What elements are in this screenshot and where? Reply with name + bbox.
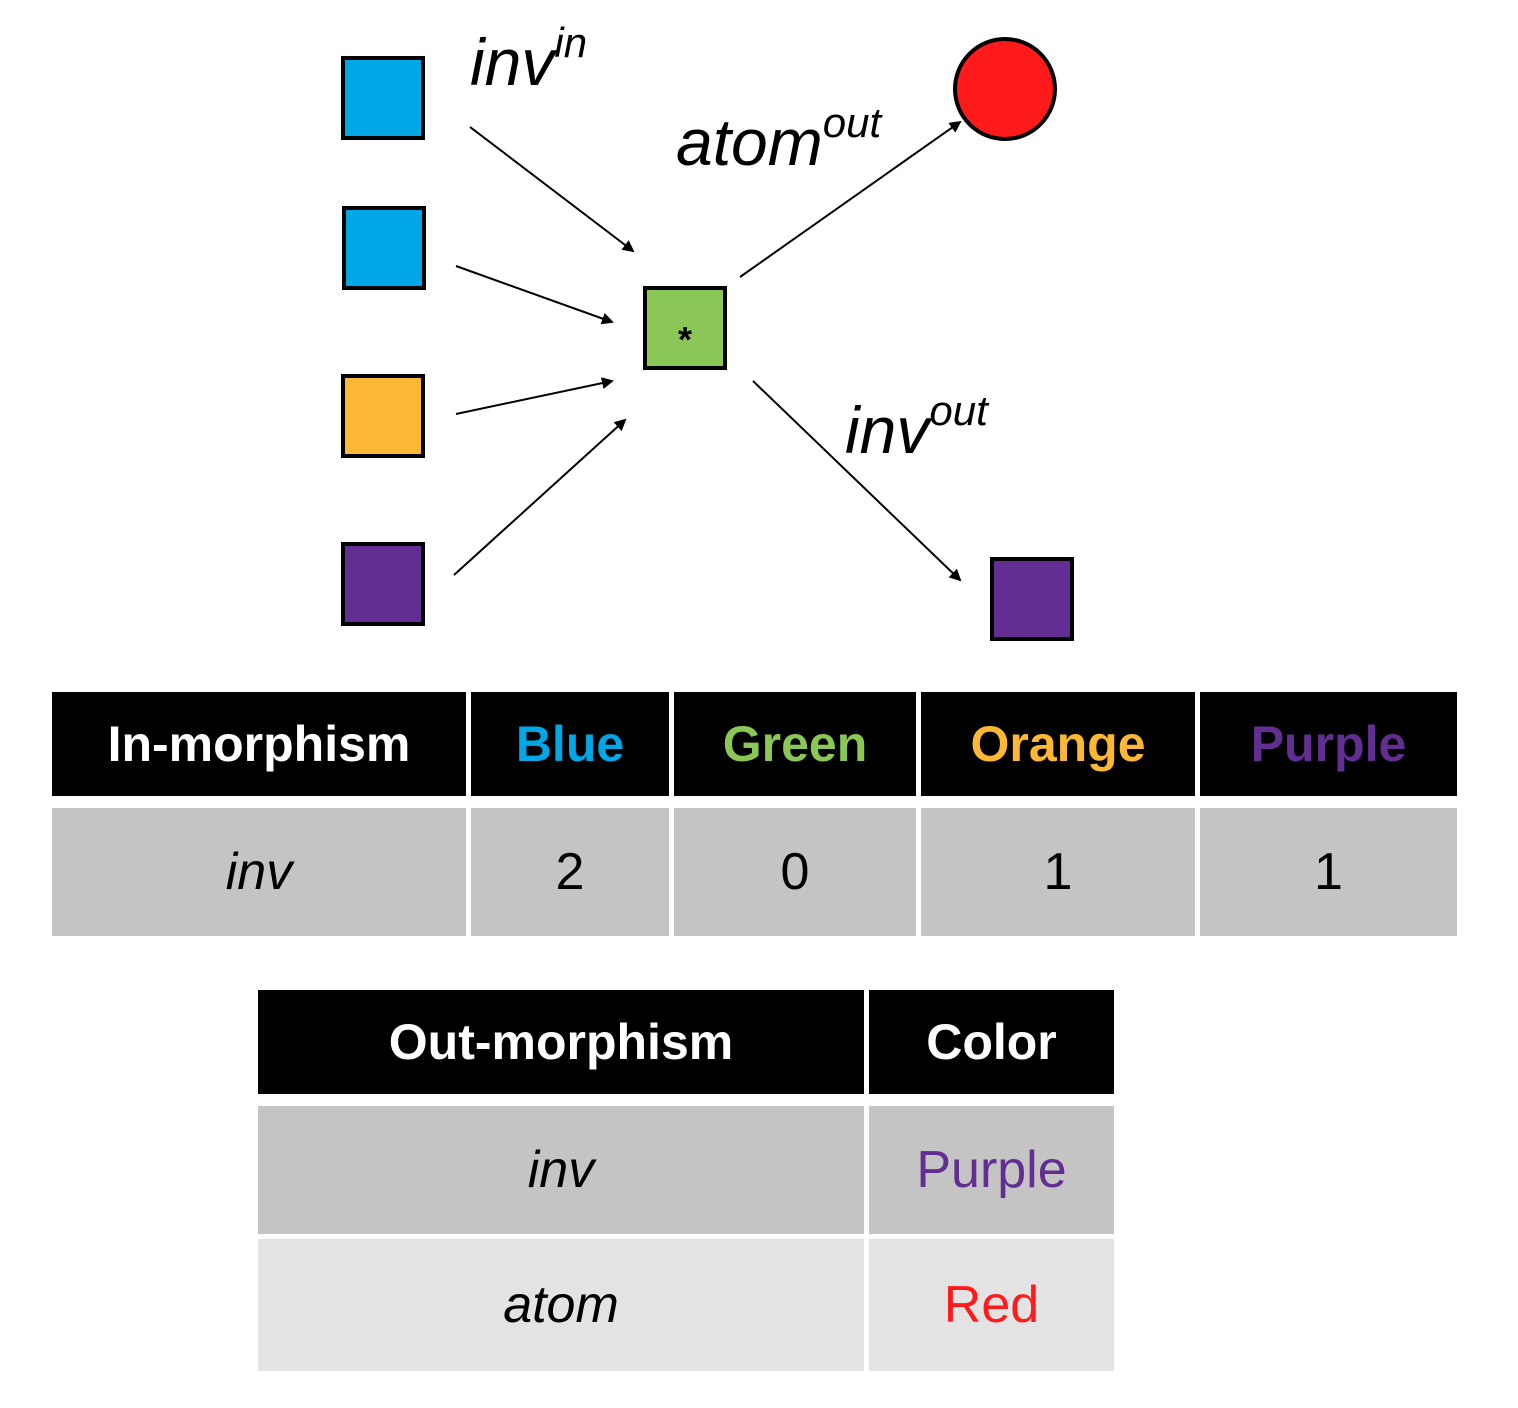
in-header-morphism: In-morphism	[52, 692, 466, 796]
arrow-purple	[453, 418, 627, 576]
output-inv-node	[990, 557, 1074, 641]
in-cell-green: 0	[674, 808, 916, 936]
arrow-atom-out	[739, 120, 962, 278]
in-header-green: Green	[674, 692, 916, 796]
in-morphism-table: In-morphism Blue Green Orange Purple inv…	[47, 692, 1462, 936]
label-inv-in: invin	[470, 19, 587, 99]
label-atom-out: atomout	[676, 99, 883, 179]
out-header-color: Color	[869, 990, 1114, 1094]
in-cell-orange: 1	[921, 808, 1195, 936]
in-cell-purple: 1	[1200, 808, 1457, 936]
center-node-symbol: *	[678, 319, 692, 360]
in-header-blue: Blue	[471, 692, 669, 796]
output-atom-node	[953, 37, 1057, 141]
arrow-inv-out	[752, 380, 962, 582]
input-node-orange	[341, 374, 425, 458]
center-node	[643, 286, 727, 370]
input-node-purple	[341, 542, 425, 626]
out-morphism-table: Out-morphism Color inv Purple atom Red	[253, 990, 1119, 1371]
in-cell-blue: 2	[471, 808, 669, 936]
label-inv-out: invout	[845, 387, 990, 467]
arrow-blue-1	[469, 126, 635, 253]
morphism-diagram: * invin atomout invout	[341, 19, 1074, 641]
input-node-blue-2	[342, 206, 426, 290]
input-node-blue-1	[341, 56, 425, 140]
arrow-blue-2	[455, 265, 614, 325]
out-cell-color-red: Red	[869, 1239, 1114, 1371]
in-cell-morphism: inv	[52, 808, 466, 936]
in-header-orange: Orange	[921, 692, 1195, 796]
out-header-morphism: Out-morphism	[258, 990, 864, 1094]
out-cell-morphism-inv: inv	[258, 1106, 864, 1234]
in-header-purple: Purple	[1200, 692, 1457, 796]
arrow-orange	[455, 377, 614, 415]
out-cell-morphism-atom: atom	[258, 1239, 864, 1371]
out-cell-color-purple: Purple	[869, 1106, 1114, 1234]
